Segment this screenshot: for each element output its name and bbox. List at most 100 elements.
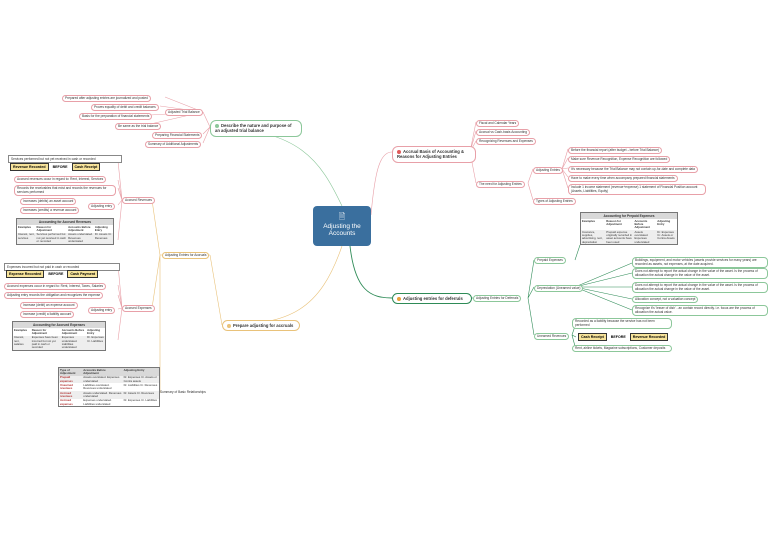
accrued-exp-table-title: Accounting for Accrued Expenses [13,322,105,328]
table-cell: Accrued expenses [60,398,73,406]
table-cell: Expenses understated. Liabilities unders… [83,398,112,406]
node-prepaid[interactable]: Prepaid Expenses [534,257,566,265]
node-fiscal[interactable]: Fiscal and Calendar Years [476,120,520,128]
accrued-rev-table-title: Accounting for Accrued Revenues [17,219,113,225]
table-header: Accounts Before Adjustment [83,367,106,375]
prepaid-expenses-table: Accounting for Prepaid Expenses Examples… [580,212,678,246]
node-dep-note3[interactable]: Recognize it's 'lesser of dish' - an con… [632,305,768,317]
table-header: Accounts Before Adjustment [68,224,91,232]
node-rev-adj-entry[interactable]: Adjusting entry [88,203,116,211]
table-cell: Dr. Assets Cr. Revenues [122,391,159,399]
node-include[interactable]: Include 1 income statement (revenue+expe… [568,184,706,196]
node-rev-ex[interactable]: Accrued revenues occur in regard to: Ren… [14,176,107,184]
node-exp-adj-entry[interactable]: Adjusting entry [88,307,116,315]
table-header: Examples [18,224,32,229]
table-header: Reason for Adjustment [31,327,48,335]
root-title: Adjusting the Accounts [323,222,361,238]
node-exp-inc-dr[interactable]: Increase (debit) an expense account [20,302,78,310]
cash-payment-box: Cash Payment [67,270,99,278]
node-accrued-expenses[interactable]: Accrued Expenses [122,305,155,313]
node-rev-top[interactable]: Services performed but not yet received … [8,155,122,163]
prepaid-table-title: Accounting for Prepaid Expenses [581,213,677,219]
node-depreciation[interactable]: Depreciation (Unearned value) [534,285,584,293]
table-cell: Unearned revenues [60,382,73,391]
node-rev-inc-dr[interactable]: Increases (debits) an asset account [20,198,77,206]
node-exp-inc-cr[interactable]: Increase (credit) a liability account [20,311,75,319]
table-cell: Interest, rent, salaries [13,335,31,351]
node-unearned-note1[interactable]: Recorded as a liability because the serv… [572,318,672,330]
node-entries-accruals[interactable]: Adjusting Entries for Accruals [162,252,210,260]
revenue-flow: Revenue Recorded BEFORE Cash Receipt [10,163,101,171]
node-exp-reason[interactable]: Adjusting entry records the obligation a… [4,292,104,300]
node-be-same[interactable]: Be same as the trial balance [115,123,162,131]
node-prepaid-note2[interactable]: Does not attempt to report the actual ch… [632,268,768,280]
node-prepaid-note1[interactable]: Buildings, equipment, and motor vehicles… [632,257,768,269]
topic-describe[interactable]: Describe the nature and purpose of an ad… [210,120,302,137]
node-accrual-vs-cash[interactable]: Accrual vs Cash-basis Accounting [476,129,531,137]
table-header: Examples [14,327,28,332]
node-rev-reason[interactable]: Records the receivables that exist and r… [14,185,116,197]
table-cell: Interest, rent, services [17,233,36,244]
table-cell: Dr. Expenses Cr. Assets or Contra assets [122,376,159,384]
cash-receipt-box: Cash Receipt [71,163,101,171]
node-prepared-after[interactable]: Prepared after adjusting entries are jou… [62,95,151,103]
table-cell: Dr. Expenses Cr. Liabilities [123,398,157,403]
cash-receipt-box: Cash Receipt [578,333,607,341]
topic-accrual-basis[interactable]: Accrual Basis of Accounting & Reasons fo… [392,146,476,163]
node-unearned[interactable]: Unearned Revenues [534,333,570,341]
topic-accruals-label: Prepare adjusting for accruals [233,323,294,328]
node-dep-note2[interactable]: Allocation concept, not a valuation conc… [632,296,699,304]
revenue-recorded-box: Revenue Recorded [629,333,669,341]
table-cell: Dr. Liabilities Cr. Revenues [123,382,158,387]
table-cell: Accrued revenues [59,391,83,399]
node-make-sure[interactable]: Make sure Revenue Recognition, Expense R… [568,156,671,164]
node-proves-equality[interactable]: Proves equality of debit and credit bala… [91,104,159,112]
node-before-fs[interactable]: Before the financial report (after budge… [568,147,663,155]
node-have-to[interactable]: Have to make every time when accompany p… [568,175,678,183]
table-header: Reason for Adjustment [606,218,622,226]
node-entries-deferrals[interactable]: Adjusting Entries for Deferrals [473,295,522,303]
table-cell: Dr. Assets Cr. Revenues [93,233,113,244]
node-recognizing[interactable]: Recognizing Revenues and Expenses [476,138,536,146]
table-header: Accounts Before Adjustment [634,218,650,230]
topic-accruals[interactable]: Prepare adjusting for accruals [222,320,300,332]
table-cell: Assets understated. Revenues understated [82,390,123,399]
root-node[interactable]: 🗎 Adjusting the Accounts [313,206,371,246]
node-summary-basic[interactable]: Summary of Basic Relationships [160,390,206,394]
table-cell: Assets overstated. Expenses understated [82,376,123,384]
node-summary-additional[interactable]: Summary of Additional Adjustments [145,141,202,149]
node-dep-note1[interactable]: Does not attempt to report the actual ch… [632,282,768,294]
topic-describe-label: Describe the nature and purpose of an ad… [215,123,292,134]
node-accrued-revenues[interactable]: Accrued Revenues [122,197,155,205]
node-exp-ex[interactable]: Accrued expenses occur in regard to: Ren… [4,283,107,291]
node-need-adjusting[interactable]: The need for Adjusting Entries [476,181,525,189]
table-header: Reason for Adjustment [36,224,52,232]
before-label: BEFORE [52,165,68,169]
accrued-expenses-table: Accounting for Accrued Expenses Examples… [12,321,106,352]
node-adjusted-tb[interactable]: Adjusted Trial Balance [165,109,203,117]
expense-recorded-box: Expense Recorded [6,270,45,278]
topic-bullet-icon [397,296,401,301]
table-header: Adjusting Entry [87,327,101,335]
node-types-adjusting[interactable]: Types of Adjusting Entries [533,198,576,206]
revenue-recorded-box: Revenue Recorded [10,163,49,171]
node-preparing-fs[interactable]: Preparing Financial Statements [152,132,203,140]
node-adjusting-entries[interactable]: Adjusting Entries [533,167,563,175]
table-cell: Assets understated. Revenues understated [67,232,94,244]
topic-deferrals[interactable]: Adjusting entries for deferrals [392,293,472,305]
table-cell: Insurance, supplies, advertising, rent, … [581,230,606,245]
topic-bullet-icon [215,123,219,128]
before-label: BEFORE [610,335,626,339]
unearned-flow: Cash Receipt BEFORE Revenue Recorded [578,333,669,341]
table-cell: Liabilities overstated. Revenues underst… [83,382,112,391]
node-rev-inc-cr[interactable]: Increases (credits) a revenue account [20,207,80,215]
topic-bullet-icon [227,323,231,328]
node-necessary[interactable]: It's necessary because the Trial Balance… [568,166,698,174]
before-label: BEFORE [48,272,64,276]
node-exp-top[interactable]: Expenses incurred but not paid in cash o… [4,263,120,271]
table-header: Examples [582,218,596,223]
topic-bullet-icon [397,149,401,154]
node-unearned-note2[interactable]: Rent, airline tickets, Magazine subscrip… [572,345,672,353]
node-basis[interactable]: Basis for the preparation of financial s… [79,113,153,121]
